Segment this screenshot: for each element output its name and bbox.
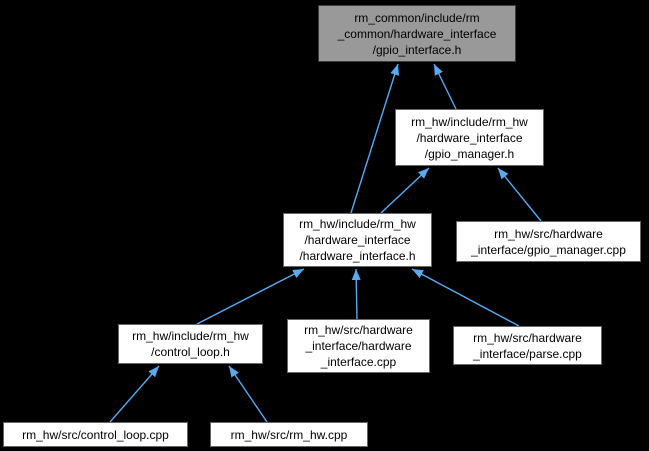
node-gpio-manager-cpp[interactable]: rm_hw/src/hardware _interface/gpio_manag… bbox=[456, 221, 641, 262]
edge-rm-hw-cpp-to-control-loop-h bbox=[228, 365, 268, 423]
node-hardware-interface-cpp[interactable]: rm_hw/src/hardware _interface/hardware _… bbox=[287, 319, 430, 373]
edge-hardware-interface-h-to-gpio-manager-h bbox=[380, 167, 430, 214]
node-rm-hw-cpp[interactable]: rm_hw/src/rm_hw.cpp bbox=[210, 422, 368, 447]
edge-hardware-interface-cpp-to-hardware-interface-h bbox=[351, 268, 361, 320]
node-gpio-manager-h[interactable]: rm_hw/include/rm_hw /hardware_interface … bbox=[395, 109, 544, 166]
edge-control-loop-h-to-hardware-interface-h bbox=[196, 268, 305, 325]
edge-parse-cpp-to-hardware-interface-h bbox=[411, 268, 520, 327]
node-parse-cpp[interactable]: rm_hw/src/hardware _interface/parse.cpp bbox=[453, 326, 602, 365]
node-gpio-interface-h[interactable]: rm_common/include/rm _common/hardware_in… bbox=[318, 5, 516, 62]
node-control-loop-cpp[interactable]: rm_hw/src/control_loop.cpp bbox=[3, 422, 188, 447]
node-hardware-interface-h[interactable]: rm_hw/include/rm_hw /hardware_interface … bbox=[283, 213, 432, 267]
edge-gpio-manager-cpp-to-gpio-manager-h bbox=[497, 167, 542, 222]
edge-hardware-interface-h-to-gpio-interface-h bbox=[350, 63, 399, 214]
edge-gpio-manager-h-to-gpio-interface-h bbox=[433, 63, 457, 110]
edge-control-loop-cpp-to-control-loop-h bbox=[109, 365, 160, 423]
node-control-loop-h[interactable]: rm_hw/include/rm_hw /control_loop.h bbox=[118, 324, 263, 364]
